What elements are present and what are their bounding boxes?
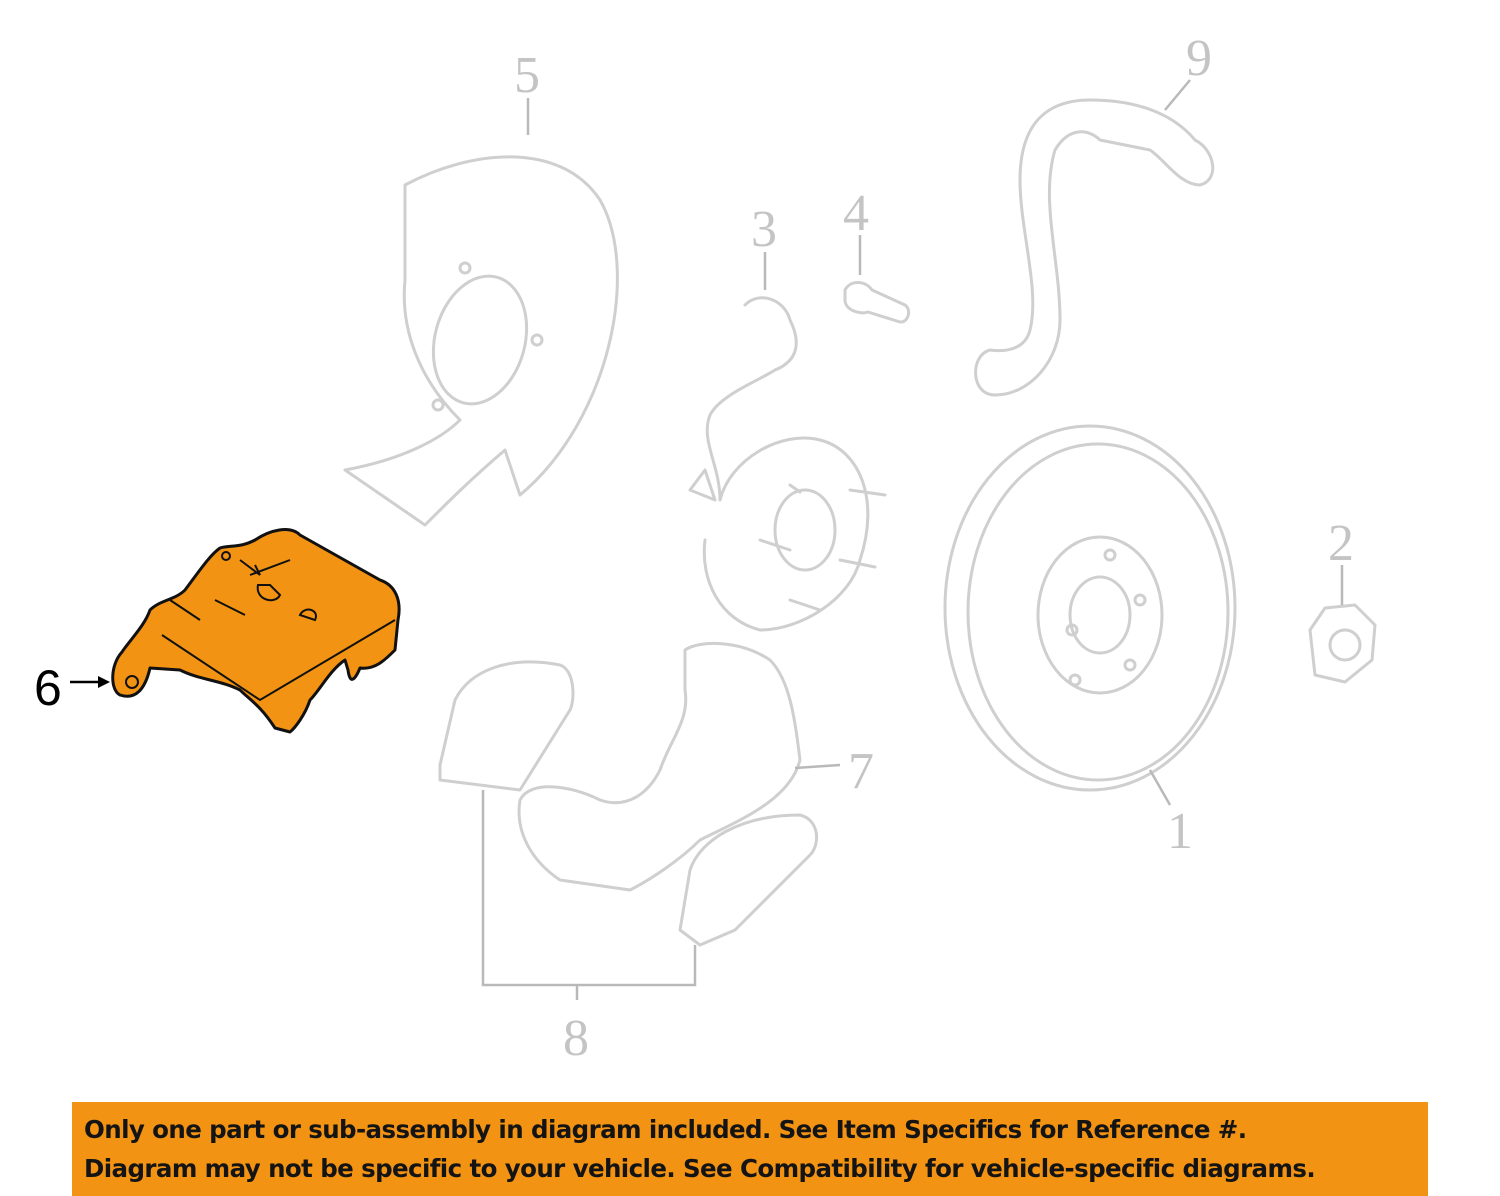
leader-7 <box>794 763 841 770</box>
compatibility-notice-banner: Only one part or sub-assembly in diagram… <box>72 1102 1428 1196</box>
callout-1[interactable]: 1 <box>1167 803 1193 860</box>
part-3-hub-bearing[interactable] <box>688 296 887 632</box>
callout-9[interactable]: 9 <box>1186 30 1212 87</box>
callout-7[interactable]: 7 <box>848 743 874 800</box>
part-4-wheel-stud[interactable] <box>843 281 911 324</box>
parts-diagram: 5 3 4 9 2 1 7 8 6 <box>34 30 1377 1067</box>
callout-6[interactable]: 6 <box>34 660 62 716</box>
leader-8 <box>481 790 697 1000</box>
part-8-brake-pads[interactable] <box>438 660 819 947</box>
part-6-brake-caliper[interactable] <box>111 528 401 734</box>
part-7-caliper-bracket[interactable] <box>517 641 802 892</box>
callout-5[interactable]: 5 <box>514 47 540 104</box>
callout-2[interactable]: 2 <box>1328 515 1354 572</box>
part-9-brake-hose[interactable] <box>974 98 1215 397</box>
callout-4[interactable]: 4 <box>843 185 869 242</box>
leader-1 <box>1148 769 1172 806</box>
part-1-brake-rotor[interactable] <box>943 424 1237 792</box>
notice-line-2: Diagram may not be specific to your vehi… <box>84 1154 1316 1183</box>
callout-3[interactable]: 3 <box>751 201 777 258</box>
part-5-splash-shield[interactable] <box>343 155 619 527</box>
notice-line-1: Only one part or sub-assembly in diagram… <box>84 1115 1247 1144</box>
part-2-lug-nut[interactable] <box>1308 603 1377 684</box>
arrowhead-6 <box>98 676 110 688</box>
leader-9 <box>1164 79 1191 111</box>
callout-8[interactable]: 8 <box>563 1010 589 1067</box>
